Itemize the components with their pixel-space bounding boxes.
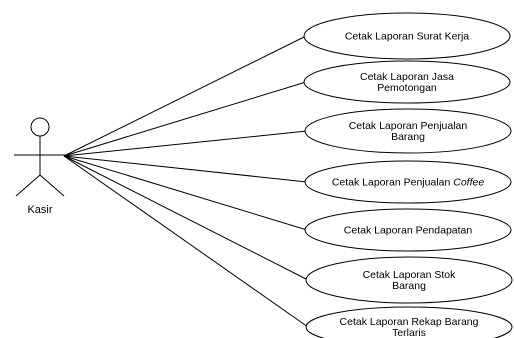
use-case-label: Cetak Laporan Penjualan Coffee xyxy=(332,177,485,189)
use-case-ellipse xyxy=(303,60,511,104)
use-case-label: Cetak Laporan Penjualan xyxy=(349,120,468,132)
actor-left-leg xyxy=(15,174,41,197)
use-case-label: Cetak Laporan Jasa xyxy=(360,71,454,83)
use-case-ellipse xyxy=(304,208,512,252)
association-line-4 xyxy=(63,155,308,183)
use-case-label: Cetak Laporan Surat Kerja xyxy=(345,31,469,43)
use-case-4: Cetak Laporan Penjualan Coffee xyxy=(304,160,512,204)
use-case-1: Cetak Laporan Surat Kerja xyxy=(303,12,511,60)
use-case-label: Barang xyxy=(392,280,426,292)
use-case-label: Barang xyxy=(391,131,425,143)
use-case-ellipse xyxy=(304,160,512,204)
use-case-label: Terlaris xyxy=(392,327,426,338)
actor-head xyxy=(30,117,50,137)
association-line-2 xyxy=(63,81,307,157)
use-case-5: Cetak Laporan Pendapatan xyxy=(304,208,512,252)
use-case-ellipse xyxy=(304,108,512,154)
association-line-1 xyxy=(63,35,307,157)
use-case-label: Pemotongan xyxy=(377,82,437,94)
actor-kasir: Kasir xyxy=(14,117,68,216)
use-case-label: Cetak Laporan Pendapatan xyxy=(344,225,473,237)
association-line-3 xyxy=(63,130,308,157)
use-case-label: Cetak Laporan Stok xyxy=(363,269,457,281)
association-line-7 xyxy=(63,155,309,328)
use-case-ellipse xyxy=(303,12,511,60)
actor-right-leg xyxy=(39,174,65,197)
association-lines xyxy=(63,35,309,328)
use-case-ellipse xyxy=(305,256,513,304)
use-case-ellipse xyxy=(305,306,513,338)
association-line-5 xyxy=(63,155,308,231)
actor-label: Kasir xyxy=(27,204,52,216)
use-case-label: Cetak Laporan Rekap Barang xyxy=(340,316,479,328)
association-line-6 xyxy=(63,155,309,281)
